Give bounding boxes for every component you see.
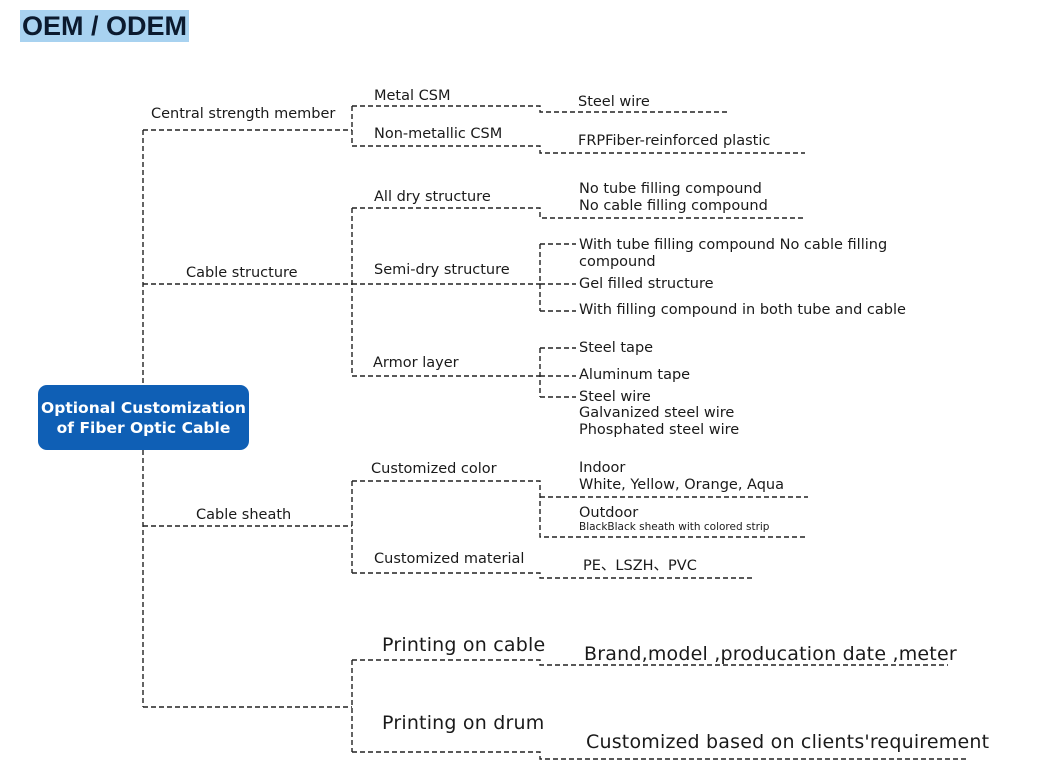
leaf-outdoor-title: Outdoor	[579, 505, 639, 521]
leaf-outdoor-colors: BlackBlack sheath with colored strip	[579, 521, 770, 533]
branch-central-strength-member: Central strength member	[151, 106, 336, 122]
node-semi-dry-structure: Semi-dry structure	[374, 262, 510, 278]
leaf-tube-filling-line1: With tube filling compound No cable fill…	[579, 237, 888, 253]
leaf-indoor-colors: White, Yellow, Orange, Aqua	[579, 477, 784, 493]
leaf-indoor-title: Indoor	[579, 460, 626, 476]
leaf-no-cable-filling: No cable filling compound	[579, 198, 768, 214]
leaf-no-tube-filling: No tube filling compound	[579, 181, 762, 197]
node-all-dry-structure: All dry structure	[374, 189, 491, 205]
leaf-printing-cable: Brand,model ,producation date ,meter	[584, 643, 957, 665]
leaf-steel-tape: Steel tape	[579, 340, 654, 356]
leaf-armor-steel-wire: Steel wire	[579, 389, 651, 405]
leaf-gel-filled: Gel filled structure	[579, 276, 714, 292]
branch-cable-structure: Cable structure	[186, 265, 298, 281]
leaf-printing-drum: Customized based on clients'requirement	[586, 731, 990, 753]
page-title: OEM / ODEM	[20, 10, 190, 42]
leaf-aluminum-tape: Aluminum tape	[579, 367, 691, 383]
center-node-line1: Optional Customization	[41, 398, 246, 417]
leaf-galvanized-steel-wire: Galvanized steel wire	[579, 405, 735, 421]
node-printing-on-cable: Printing on cable	[382, 634, 546, 656]
center-node-line2: of Fiber Optic Cable	[56, 418, 231, 437]
leaf-materials: PE、LSZH、PVC	[583, 558, 697, 574]
node-armor-layer: Armor layer	[373, 355, 459, 371]
leaf-steel-wire: Steel wire	[578, 94, 650, 110]
node-customized-color: Customized color	[371, 461, 497, 477]
node-customized-material: Customized material	[374, 551, 525, 567]
node-non-metallic-csm: Non-metallic CSM	[374, 126, 503, 142]
leaf-phosphated-steel-wire: Phosphated steel wire	[579, 422, 740, 438]
node-metal-csm: Metal CSM	[374, 88, 451, 104]
node-printing-on-drum: Printing on drum	[382, 712, 545, 734]
leaf-tube-filling-line2: compound	[579, 254, 656, 270]
leaf-both-filling: With filling compound in both tube and c…	[579, 302, 906, 318]
leaf-frp: FRPFiber-reinforced plastic	[578, 133, 771, 149]
branch-cable-sheath: Cable sheath	[196, 507, 292, 523]
center-node: Optional Customization of Fiber Optic Ca…	[38, 385, 249, 450]
